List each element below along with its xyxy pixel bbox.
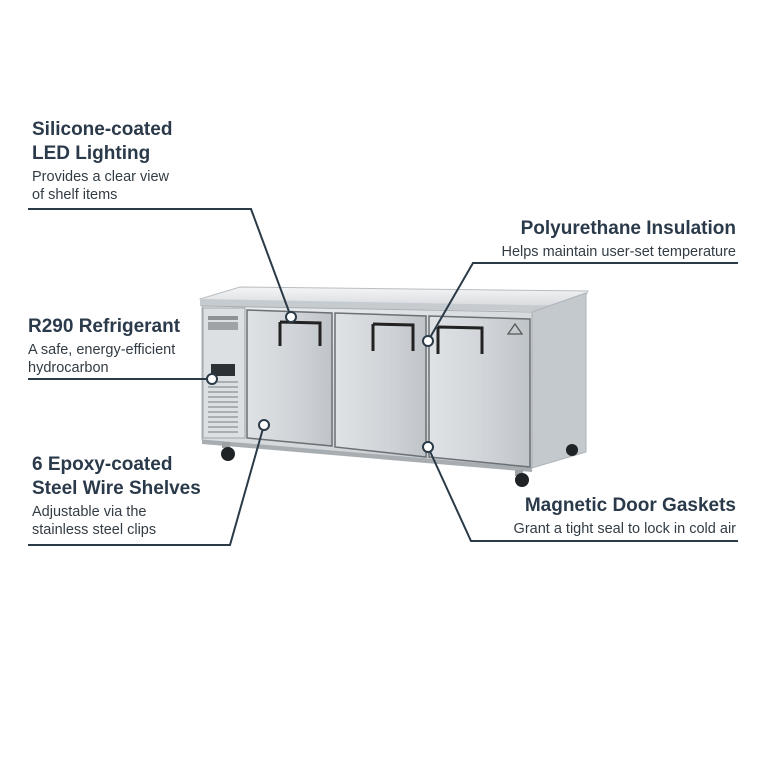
callout-gaskets: Magnetic Door Gaskets Grant a tight seal… — [514, 494, 736, 538]
dot-refrigerant — [206, 373, 218, 385]
callout-dots — [206, 311, 434, 453]
callout-description: Helps maintain user-set temperature — [501, 244, 736, 260]
dot-led — [285, 311, 297, 323]
callout-description: Provides a clear view of shelf items — [32, 168, 172, 204]
desc-line: Adjustable via the — [32, 504, 147, 520]
door-middle — [334, 312, 427, 458]
desc-line: stainless steel clips — [32, 522, 157, 538]
controller-display — [211, 364, 235, 376]
callout-shelves: 6 Epoxy-coated Steel Wire Shelves Adjust… — [32, 453, 201, 539]
refrigerator — [199, 286, 589, 487]
title-line: LED Lighting — [32, 143, 151, 164]
logo-mark — [506, 322, 524, 335]
title-line: Silicone-coated — [32, 119, 173, 140]
casters — [221, 442, 578, 487]
callout-led-lighting: Silicone-coated LED Lighting Provides a … — [32, 118, 172, 204]
dot-shelves — [258, 419, 270, 431]
leader-led — [28, 208, 292, 318]
leader-gaskets — [427, 446, 738, 542]
dot-insulation — [422, 335, 434, 347]
leader-insulation — [427, 262, 738, 342]
title-line: 6 Epoxy-coated — [32, 454, 173, 475]
desc-line: hydrocarbon — [28, 360, 109, 376]
desc-line: Provides a clear view — [32, 169, 169, 185]
door-right — [428, 315, 531, 468]
desc-line: A safe, energy-efficient — [28, 342, 176, 358]
door-left — [246, 309, 333, 447]
callout-title: Silicone-coated LED Lighting — [32, 118, 172, 166]
callout-title: Magnetic Door Gaskets — [524, 495, 736, 516]
callout-description: Grant a tight seal to lock in cold air — [513, 521, 736, 537]
leader-lines — [28, 208, 738, 546]
door-handle — [436, 325, 484, 354]
door-handle — [371, 322, 415, 351]
callout-insulation: Polyurethane Insulation Helps maintain u… — [501, 217, 736, 261]
callout-refrigerant: R290 Refrigerant A safe, energy-efficien… — [28, 315, 180, 377]
callout-title: 6 Epoxy-coated Steel Wire Shelves — [32, 453, 201, 501]
brand-badge — [208, 322, 238, 330]
dot-gaskets — [422, 441, 434, 453]
callout-title: R290 Refrigerant — [28, 316, 181, 337]
callout-title: Polyurethane Insulation — [520, 218, 736, 239]
title-line: Steel Wire Shelves — [32, 478, 201, 499]
callout-description: Adjustable via the stainless steel clips — [32, 503, 201, 539]
desc-line: of shelf items — [32, 187, 118, 203]
callout-description: A safe, energy-efficient hydrocarbon — [28, 341, 180, 377]
leader-shelves — [28, 424, 265, 546]
